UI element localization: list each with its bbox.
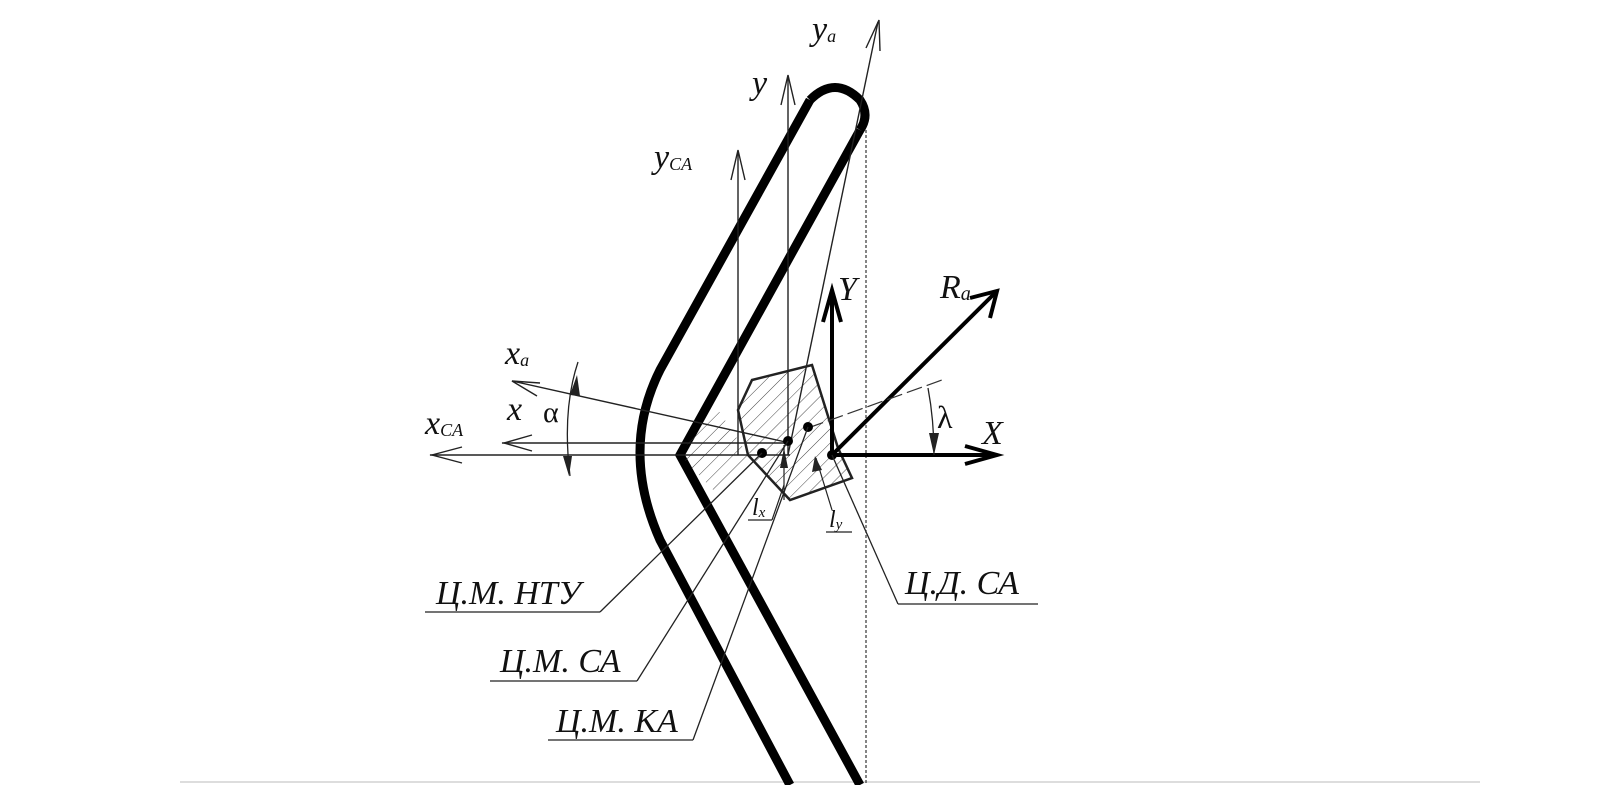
- ly-arrow: [812, 456, 822, 472]
- Y-arrowhead: [821, 282, 843, 323]
- x-arrowhead: [501, 434, 533, 452]
- hatched-apex-wedge: [680, 405, 748, 495]
- lambda-reference-line: [807, 379, 943, 429]
- Ra-arrowhead: [969, 288, 1000, 319]
- X-label: X: [980, 415, 1004, 452]
- lx-leader: [771, 484, 785, 521]
- xa-arrowhead: [511, 380, 541, 397]
- cm-ntu-callout: Ц.М. НТУ: [435, 575, 585, 612]
- Y-label: Y: [838, 271, 860, 308]
- ly-label: ly: [829, 507, 843, 533]
- ya-label: ya: [809, 11, 836, 48]
- alpha-label: α: [543, 396, 559, 429]
- lambda-arrow: [929, 433, 939, 455]
- lx-label: lx: [752, 495, 766, 521]
- x-label: x: [506, 391, 522, 428]
- cm-ka-leader: [692, 426, 809, 741]
- cd-ca-callout: Ц.Д. СА: [904, 565, 1019, 602]
- cd-ca-leader: [831, 454, 899, 605]
- yca-label: yCA: [651, 139, 693, 176]
- ya-axis-line: [787, 21, 879, 456]
- xa-label: xa: [504, 335, 529, 372]
- y-arrowhead: [780, 74, 796, 106]
- ya-arrowhead: [865, 19, 881, 52]
- y-label: y: [749, 65, 768, 102]
- lx-arrow: [780, 448, 788, 468]
- cm-ntu-leader: [599, 452, 763, 613]
- hatched-section: [736, 363, 854, 502]
- xca-label: xCA: [424, 405, 464, 442]
- cm-ca-callout: Ц.М. СА: [499, 643, 621, 680]
- xa-axis-line: [511, 380, 791, 444]
- alpha-arrow-top: [570, 375, 580, 396]
- lambda-label: λ: [937, 399, 953, 435]
- body-nose-cap: [806, 83, 870, 133]
- alpha-arrow-bottom: [563, 456, 572, 476]
- Ra-label: Ra: [939, 269, 971, 306]
- cm-ka-callout: Ц.М. КА: [555, 703, 678, 740]
- xca-arrowhead: [429, 446, 463, 464]
- X-arrowhead: [964, 444, 1005, 466]
- body-outer-edge: [635, 97, 814, 785]
- cm-ca-leader: [636, 440, 789, 682]
- Ra-force-line: [830, 290, 998, 457]
- yca-arrowhead: [730, 149, 746, 181]
